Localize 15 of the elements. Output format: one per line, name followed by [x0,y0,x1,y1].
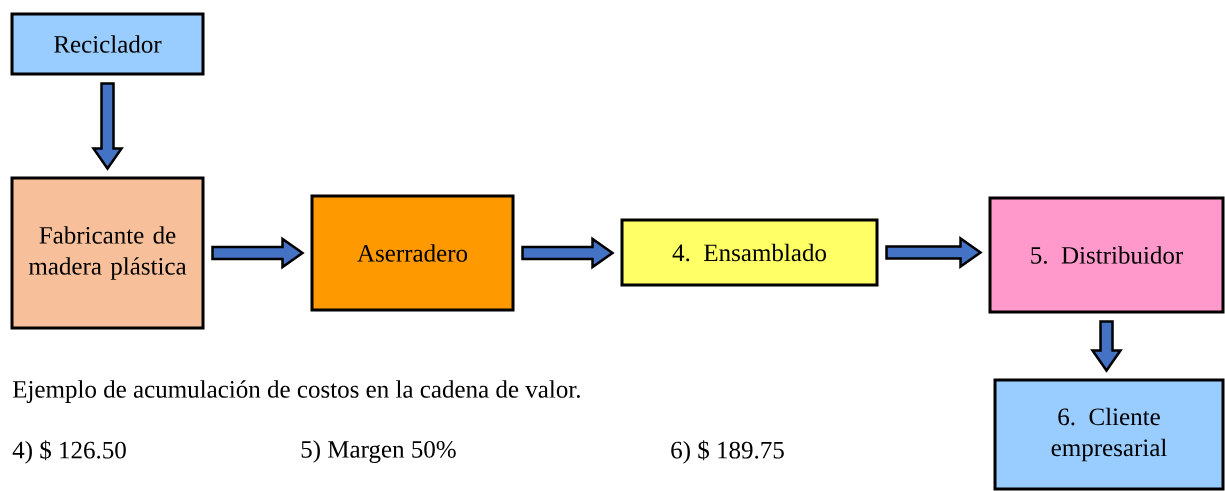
note-text: 6) $ 189.75 [671,440,784,464]
block-arrow [91,82,124,171]
block-arrow [521,236,615,270]
note-text: Ejemplo de acumulación de costos en la cadena de valor. [12,380,580,403]
block-arrow [885,236,983,269]
process-box: 6. Cliente empresarial [993,378,1225,491]
process-box: Aserradero [310,194,515,312]
process-box: 4. Ensamblado [620,218,879,287]
block-arrow [211,236,305,270]
note-text: 4) $ 126.50 [12,440,126,464]
block-arrow [1090,320,1123,373]
process-box: 5. Distribuidor [988,196,1225,314]
process-box: Reciclador [10,12,205,76]
process-box: Fabricante de madera plástica [10,176,205,330]
note-text: 5) Margen 50% [301,440,456,463]
